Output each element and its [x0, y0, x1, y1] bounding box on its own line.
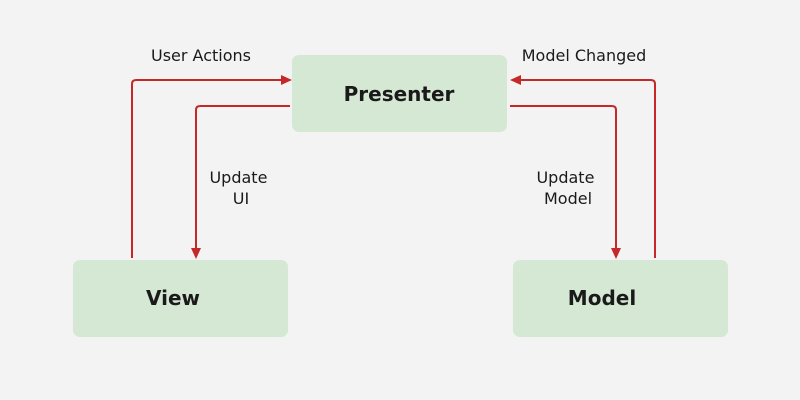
node-view-box	[73, 260, 288, 337]
node-view: View	[73, 260, 288, 337]
edge-update-ui: Update UI	[191, 105, 290, 259]
edge-update-ui-line	[195, 105, 290, 249]
edge-update-model-label-line-1: Update	[536, 168, 594, 187]
node-model: Model	[513, 260, 728, 337]
edge-update-ui-label: Update UI	[209, 168, 272, 208]
edge-user-actions-line	[131, 79, 282, 258]
edge-model-changed-line	[520, 79, 656, 258]
node-model-box	[513, 260, 728, 337]
edge-user-actions-arrowhead	[281, 75, 292, 85]
edge-update-ui-label-line-2: UI	[233, 189, 249, 208]
edge-update-ui-label-line-1: Update	[209, 168, 267, 187]
edge-update-model: Update Model	[510, 105, 621, 259]
edge-user-actions: User Actions	[131, 46, 292, 258]
edge-update-model-label-line-2: Model	[544, 189, 592, 208]
edge-update-model-line	[510, 105, 617, 249]
node-presenter: Presenter	[292, 55, 507, 132]
node-presenter-label: Presenter	[344, 82, 455, 106]
node-model-label: Model	[568, 286, 636, 310]
node-presenter-box	[292, 55, 507, 132]
edge-model-changed-label: Model Changed	[522, 46, 647, 65]
edge-model-changed-arrowhead	[510, 75, 521, 85]
node-view-label: View	[146, 286, 200, 310]
edge-update-ui-arrowhead	[191, 248, 201, 259]
edge-user-actions-label: User Actions	[151, 46, 251, 65]
edge-update-model-label: Update Model	[536, 168, 599, 208]
edge-update-model-arrowhead	[611, 248, 621, 259]
edge-model-changed: Model Changed	[510, 46, 656, 258]
